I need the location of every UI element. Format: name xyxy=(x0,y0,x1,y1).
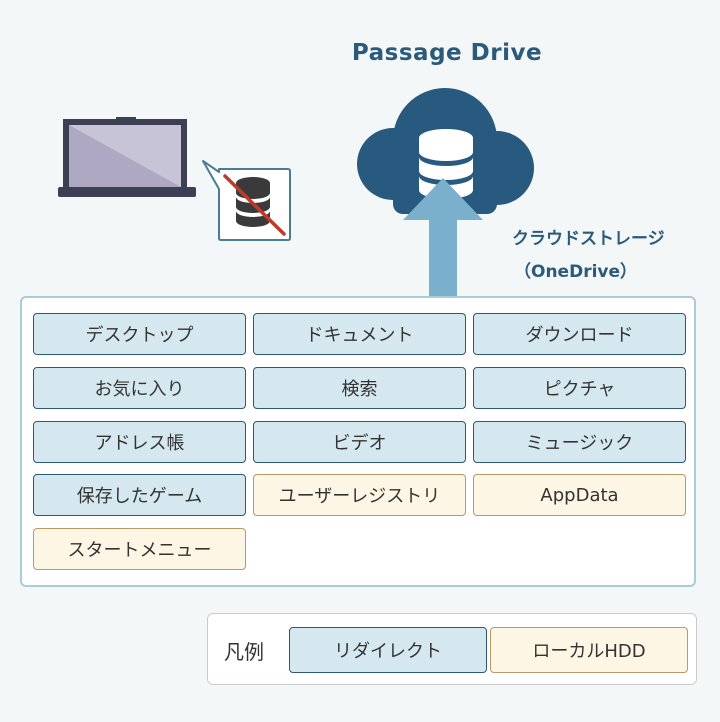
folder-favorites[interactable]: お気に入り xyxy=(33,367,246,409)
legend-title: 凡例 xyxy=(224,640,264,664)
folder-user-registry[interactable]: ユーザーレジストリ xyxy=(253,474,466,516)
folder-appdata[interactable]: AppData xyxy=(473,474,686,516)
folder-desktop[interactable]: デスクトップ xyxy=(33,313,246,355)
legend-local-hdd: ローカルHDD xyxy=(490,627,688,673)
folder-contacts[interactable]: アドレス帳 xyxy=(33,421,246,463)
folder-downloads[interactable]: ダウンロード xyxy=(473,313,686,355)
folder-searches[interactable]: 検索 xyxy=(253,367,466,409)
no-database-icon xyxy=(202,160,291,241)
cloud-storage-label: クラウドストレージ xyxy=(512,229,665,249)
folder-saved-games[interactable]: 保存したゲーム xyxy=(33,474,246,516)
folder-start-menu[interactable]: スタートメニュー xyxy=(33,528,246,570)
laptop-icon xyxy=(58,117,196,197)
folder-pictures[interactable]: ピクチャ xyxy=(473,367,686,409)
page-title: Passage Drive xyxy=(351,40,543,66)
folder-documents[interactable]: ドキュメント xyxy=(253,313,466,355)
folder-panel: デスクトップ ドキュメント ダウンロード お気に入り 検索 ピクチャ アドレス帳… xyxy=(20,296,696,587)
folder-music[interactable]: ミュージック xyxy=(473,421,686,463)
upload-arrow-icon xyxy=(403,178,483,298)
folder-videos[interactable]: ビデオ xyxy=(253,421,466,463)
legend-redirect: リダイレクト xyxy=(289,627,487,673)
onedrive-label: （OneDrive） xyxy=(514,262,638,282)
